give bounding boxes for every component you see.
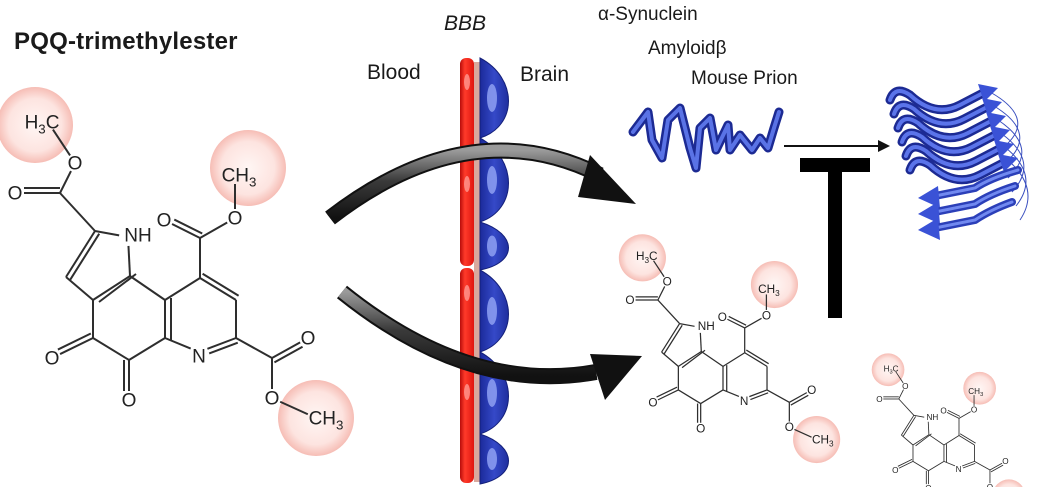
atom-label: O [265, 389, 280, 410]
protein-label-synuclein: α-Synuclein [598, 4, 698, 25]
brain-label: Brain [520, 63, 570, 86]
strand-arrowhead-icon [990, 126, 1010, 144]
atom-label: O [1002, 457, 1008, 466]
atom-label: O [301, 329, 316, 350]
methyl-label: CH3 [222, 166, 257, 190]
basement-membrane [474, 62, 480, 482]
strand-arrowhead-icon [918, 202, 940, 224]
methyl-label: H3C [25, 113, 60, 137]
arrowhead-icon [578, 155, 636, 204]
strand-arrowhead-icon [978, 84, 998, 102]
inhibition-bar [800, 158, 870, 318]
strand-arrowhead-icon [918, 218, 940, 240]
methyl-highlight-circle [750, 260, 799, 309]
atom-label: NH [698, 320, 715, 333]
upper-transport-arrow [325, 142, 636, 225]
beta-strand [901, 140, 1027, 207]
methyl-highlight-circle [793, 415, 841, 464]
strand-arrowhead-icon [986, 112, 1006, 130]
protein-label-amyloid-beta: Amyloidβ [648, 38, 727, 59]
methyl-label: CH3 [758, 283, 780, 298]
methyl-highlight-circle [278, 380, 354, 456]
methyl-label: H3C [884, 364, 899, 375]
methyl-highlight-circle [0, 87, 73, 163]
beta-strand [918, 198, 1016, 240]
atom-label: O [971, 406, 977, 415]
atom-label: O [696, 422, 705, 435]
atom-label: O [940, 406, 946, 415]
atom-label: O [122, 391, 137, 412]
protein-monomer [628, 103, 784, 173]
strand-arrowhead-icon [998, 154, 1018, 172]
bond-lines [24, 128, 309, 416]
astrocyte-endfeet [479, 57, 509, 485]
compound-title: PQQ-trimethylester [14, 28, 238, 55]
strand-arrowhead-icon [994, 140, 1014, 158]
amyloid-fibril [885, 84, 1029, 240]
atom-label: O [785, 421, 794, 434]
bond-lines [883, 371, 1004, 492]
atom-label: O [876, 395, 882, 404]
blood-brain-barrier [460, 57, 509, 485]
methyl-label: CH3 [812, 434, 834, 449]
methyl-highlight-circle [210, 130, 286, 206]
atom-label: O [8, 184, 23, 205]
atom-label: N [740, 395, 749, 408]
methyl-highlight-circle [871, 353, 905, 387]
beta-strand [918, 182, 1019, 224]
atom-label: O [762, 310, 771, 323]
atom-label: O [45, 349, 60, 370]
lower-transport-arrow [336, 285, 642, 400]
methyl-highlight-circle [618, 234, 666, 282]
atom-label: O [648, 396, 657, 409]
atom-label: O [807, 384, 816, 397]
endothelial-cell [460, 58, 474, 266]
atom-label: O [663, 276, 672, 289]
bbb-label: BBB [444, 12, 487, 35]
beta-strand [918, 166, 1022, 208]
atom-label: O [228, 209, 243, 230]
strand-arrowhead-icon [918, 186, 940, 208]
strand-arrowhead-icon [982, 98, 1002, 116]
methyl-label: CH3 [309, 409, 344, 433]
atom-label: O [902, 382, 908, 391]
astrocyte-endfoot [479, 433, 509, 485]
atom-label: N [192, 347, 206, 368]
atom-label: NH [124, 226, 151, 247]
atom-label: O [718, 311, 727, 324]
aggregation-arrow [784, 140, 890, 152]
astrocyte-endfoot [479, 269, 509, 353]
methyl-highlight-circle [963, 371, 996, 405]
blood-label: Blood [367, 61, 421, 84]
astrocyte-endfoot [479, 57, 509, 139]
atom-label: O [157, 211, 172, 232]
endothelial-cell [460, 268, 474, 483]
atom-label: N [956, 465, 962, 474]
arrowhead-icon [878, 140, 890, 152]
astrocyte-endfoot [479, 221, 509, 271]
atom-label: O [987, 483, 993, 487]
bond-lines [635, 260, 812, 438]
atom-label: NH [926, 413, 938, 422]
methyl-label: H3C [636, 250, 658, 265]
beta-strand [885, 84, 1019, 151]
atom-label: O [625, 294, 634, 307]
methyl-highlight-circle [992, 479, 1025, 492]
atom-label: O [68, 154, 83, 175]
methyl-label: CH3 [968, 387, 983, 398]
arrowhead-icon [590, 354, 642, 400]
atom-label: O [892, 466, 898, 475]
protein-label-mouse-prion: Mouse Prion [691, 68, 798, 89]
